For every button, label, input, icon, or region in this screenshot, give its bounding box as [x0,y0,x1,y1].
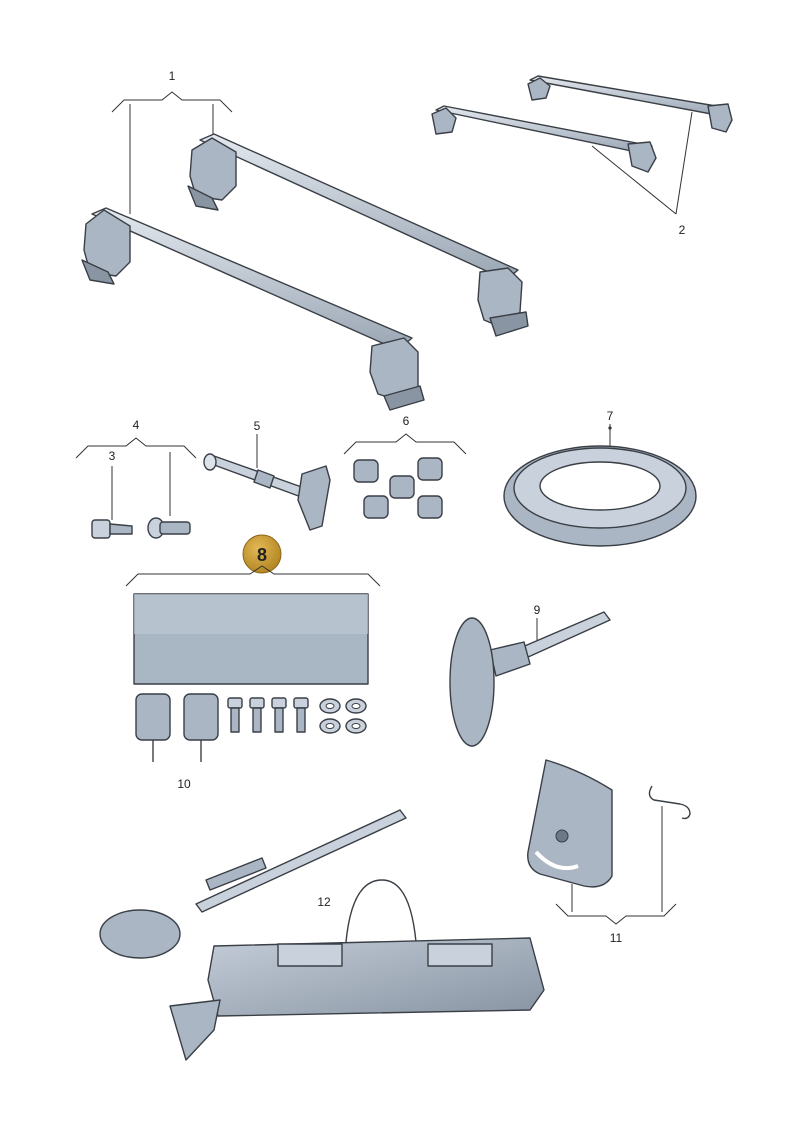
callout-12: 12 [317,895,331,909]
callout-10: 10 [177,777,191,791]
clamp-lever [195,809,407,913]
roof-bar-set-small [431,75,733,173]
washer-set [319,698,367,734]
callout-11: 11 [610,931,623,945]
callout-1-bracket [111,91,233,113]
callout-5: 5 [254,419,261,433]
screwdriver-tool [449,611,611,747]
callout-6: 6 [403,414,410,428]
storage-bag [169,879,545,1061]
callout-1: 1 [169,69,176,83]
rubber-cap [99,909,181,959]
hook [648,785,691,820]
callout-6-bracket [343,433,467,455]
key [91,519,133,539]
roof-bar-set-large [81,133,529,411]
callout-4-bracket [75,437,197,459]
callout-11-bracket [555,903,677,925]
end-cap-set [353,457,443,519]
lock-cylinder [147,517,191,539]
callout-8: 8 [257,545,267,565]
protective-cover [527,759,613,888]
callout-9: 9 [534,603,541,617]
torque-wrench [203,453,331,531]
callout-2: 2 [679,223,686,237]
rubber-strip-coil [503,445,697,547]
callout-7: 7 [607,409,614,423]
highlight-badge-8[interactable] [242,534,282,574]
rubber-mat [133,593,369,685]
callout-3: 3 [109,449,116,463]
bolt-set [227,697,309,733]
callout-8-bracket [125,565,381,587]
fitting-pads [135,693,219,762]
callout-4: 4 [133,418,140,432]
